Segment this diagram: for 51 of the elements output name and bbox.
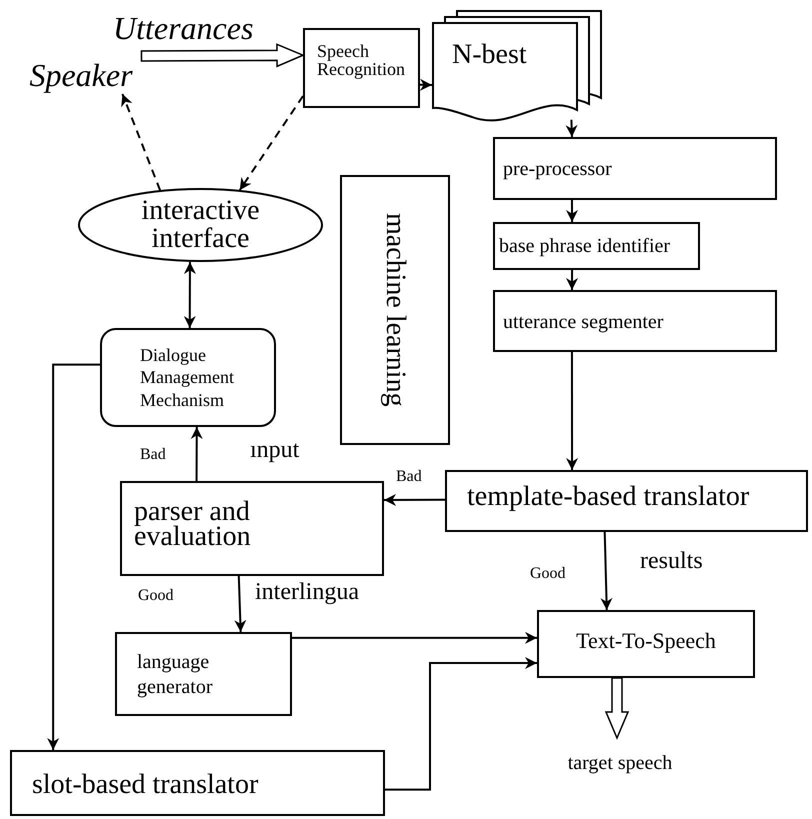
annotation-text: ınput bbox=[250, 436, 300, 465]
node-label: interactive interface bbox=[140, 197, 261, 253]
box-label: pre-processor bbox=[503, 157, 612, 182]
box-label: utterance segmenter bbox=[503, 310, 664, 335]
arrow bbox=[47, 364, 100, 750]
box-label: machine learning bbox=[379, 213, 412, 407]
process-box bbox=[115, 632, 292, 716]
box-label: Speech Recognition bbox=[317, 42, 406, 78]
edge-label: Good bbox=[530, 564, 566, 584]
arrow bbox=[566, 200, 578, 222]
arrow bbox=[566, 270, 578, 290]
box-label: base phrase identifier bbox=[499, 234, 670, 259]
arrow bbox=[600, 532, 612, 610]
process-box bbox=[493, 137, 777, 200]
arrow bbox=[384, 494, 445, 506]
node-label: N-best bbox=[452, 38, 527, 72]
process-box bbox=[445, 470, 808, 532]
process-box bbox=[493, 222, 700, 270]
dashed-arrow bbox=[238, 95, 304, 191]
process-box bbox=[537, 610, 755, 678]
edge-label: Utterances bbox=[113, 9, 254, 48]
arrow bbox=[566, 352, 578, 470]
hollow-arrow bbox=[604, 677, 630, 740]
annotation-text: interlingua bbox=[255, 578, 359, 607]
box-label: slot-based translator bbox=[32, 768, 258, 802]
arrow bbox=[190, 427, 203, 481]
arrow bbox=[566, 120, 578, 138]
edge-label: Bad bbox=[140, 445, 166, 465]
rounded-box bbox=[100, 328, 276, 427]
arrow bbox=[234, 576, 246, 632]
process-box bbox=[303, 28, 420, 108]
text-label: Speaker bbox=[29, 56, 133, 95]
box-label: parser and evaluation bbox=[134, 499, 252, 550]
text-label: target speech bbox=[568, 751, 672, 776]
annotation-text: results bbox=[640, 547, 703, 576]
box-label: Text-To-Speech bbox=[576, 627, 716, 655]
box-label: language generator bbox=[137, 650, 214, 700]
process-box bbox=[120, 481, 384, 576]
process-box bbox=[493, 290, 777, 352]
arrow bbox=[292, 632, 537, 644]
box-label: template-based translator bbox=[467, 480, 750, 514]
arrow bbox=[420, 78, 432, 91]
box-label: Dialogue Management Mechanism bbox=[140, 344, 235, 412]
dashed-arrow bbox=[121, 94, 161, 191]
arrow bbox=[385, 657, 537, 791]
edge-label: Good bbox=[138, 586, 174, 606]
hollow-arrow bbox=[140, 43, 305, 68]
process-box bbox=[340, 175, 450, 445]
arrow bbox=[184, 262, 196, 328]
edge-label: Bad bbox=[396, 467, 422, 487]
process-box bbox=[10, 750, 385, 816]
